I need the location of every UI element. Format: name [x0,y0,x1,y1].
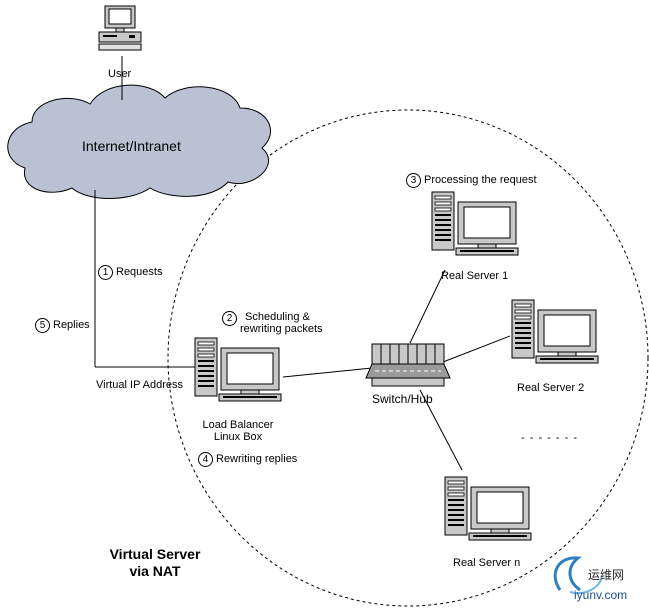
cloud-label: Internet/Intranet [82,138,181,154]
virtual-server-boundary [167,109,649,607]
switch-hub-icon [365,343,451,387]
load-balancer-icon [194,337,282,402]
step-2-text-line1: Scheduling & [245,311,310,323]
switch-rs2-link [442,335,511,363]
step-5-number: 5 [35,318,50,333]
load-balancer-label-line1: Load Balancer [202,419,274,431]
step-1: 1 Requests [98,265,162,280]
step-1-text: Requests [116,266,163,278]
step-3: 3 Processing the request [406,173,537,188]
step-2: 2 Scheduling & rewriting packets [222,311,323,335]
switch-rs1-link [409,269,446,344]
real-server-n-icon [444,476,532,541]
load-balancer-label: Load Balancer Linux Box [192,419,284,443]
real-server-1-icon [431,191,519,256]
more-servers-ellipsis: - - - - - - - [521,432,578,444]
load-balancer-label-line2: Linux Box [213,431,263,443]
step-4-text: Rewriting replies [216,453,298,465]
user-label: User [108,68,132,80]
virtual-ip-label: Virtual IP Address [96,379,184,391]
step-5-text: Replies [53,319,90,331]
diagram-title: Virtual Server via NAT [95,546,215,580]
step-3-text: Processing the request [424,174,537,186]
switch-rsn-link [419,389,463,471]
step-4-number: 4 [198,452,213,467]
diagram-title-line1: Virtual Server [109,546,201,562]
internet-cloud [7,84,272,199]
real-server-2-label: Real Server 2 [517,382,585,394]
step-3-number: 3 [406,173,421,188]
user-computer-icon [98,5,142,51]
step-2-number: 2 [222,311,237,326]
real-server-2-icon [511,299,599,364]
real-server-n-label: Real Server n [453,557,521,569]
watermark-cn: 运维网 [588,568,625,582]
real-server-1-label: Real Server 1 [441,270,509,282]
watermark-url: iyunv.com [574,588,628,602]
step-4: 4 Rewriting replies [198,452,297,467]
step-2-text-line2: rewriting packets [240,323,323,335]
watermark-logo-icon [553,556,603,594]
step-5: 5 Replies [35,318,90,333]
step-1-number: 1 [98,265,113,280]
step-2-text: Scheduling & rewriting packets [240,311,323,335]
lb-switch-link [282,367,373,378]
diagram-title-line2: via NAT [129,563,181,579]
switch-label: Switch/Hub [372,392,433,406]
